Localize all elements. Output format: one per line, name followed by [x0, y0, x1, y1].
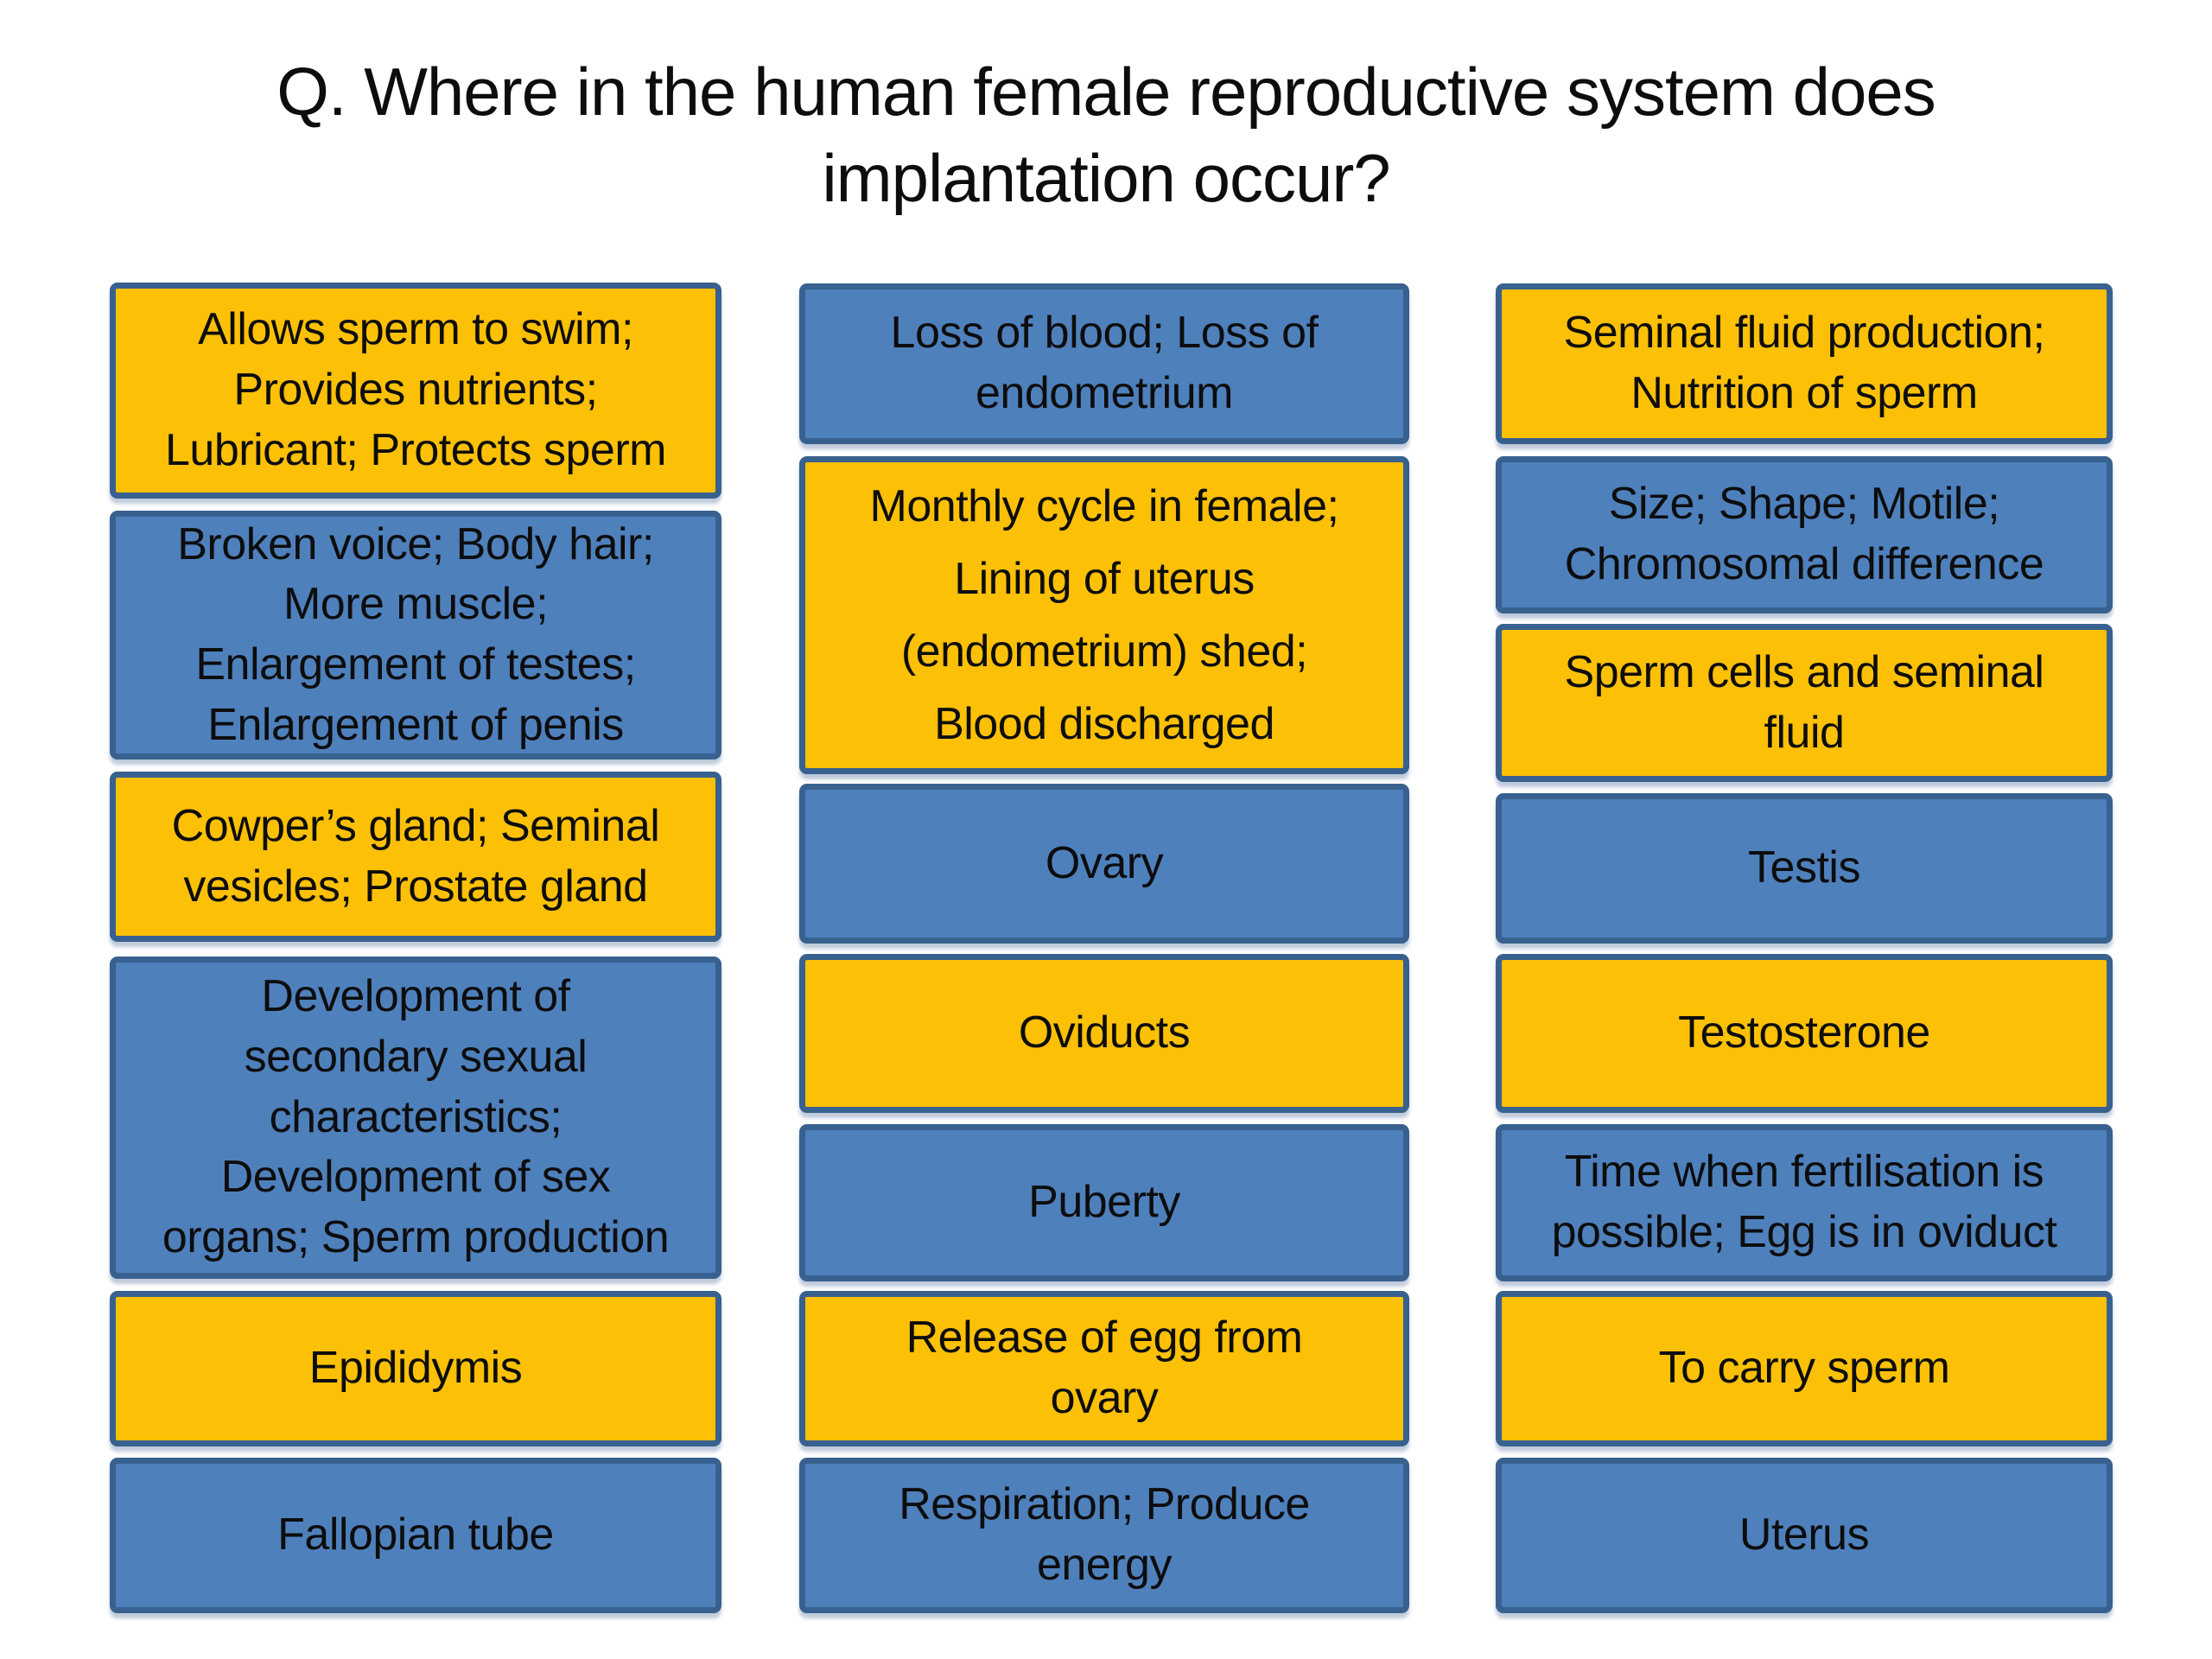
slide-title: Q. Where in the human female reproductiv…: [276, 54, 1936, 216]
answer-box: Broken voice; Body hair; More muscle; En…: [110, 511, 721, 760]
answer-box: To carry sperm: [1496, 1291, 2113, 1446]
answer-box: Testosterone: [1496, 954, 2113, 1113]
answer-box: Oviducts: [799, 954, 1409, 1113]
answer-box: Sperm cells and seminal fluid: [1496, 624, 2113, 782]
answer-box: Testis: [1496, 793, 2113, 944]
answer-box: Size; Shape; Motile; Chromosomal differe…: [1496, 456, 2113, 613]
answer-box: Seminal fluid production; Nutrition of s…: [1496, 283, 2113, 444]
answer-box: Development of secondary sexual characte…: [110, 957, 721, 1279]
answer-box: Uterus: [1496, 1458, 2113, 1613]
answer-box: Fallopian tube: [110, 1458, 721, 1613]
answer-box: Cowper’s gland; Seminal vesicles; Prosta…: [110, 772, 721, 942]
answer-box: Respiration; Produce energy: [799, 1458, 1409, 1613]
answer-box: Time when fertilisation is possible; Egg…: [1496, 1124, 2113, 1281]
answer-box: Loss of blood; Loss of endometrium: [799, 283, 1409, 444]
answer-box: Release of egg from ovary: [799, 1291, 1409, 1446]
answer-box: Monthly cycle in female; Lining of uteru…: [799, 456, 1409, 774]
answer-box: Epididymis: [110, 1291, 721, 1446]
answer-box: Allows sperm to swim; Provides nutrients…: [110, 283, 721, 499]
answer-box: Puberty: [799, 1124, 1409, 1281]
answer-box: Ovary: [799, 784, 1409, 944]
